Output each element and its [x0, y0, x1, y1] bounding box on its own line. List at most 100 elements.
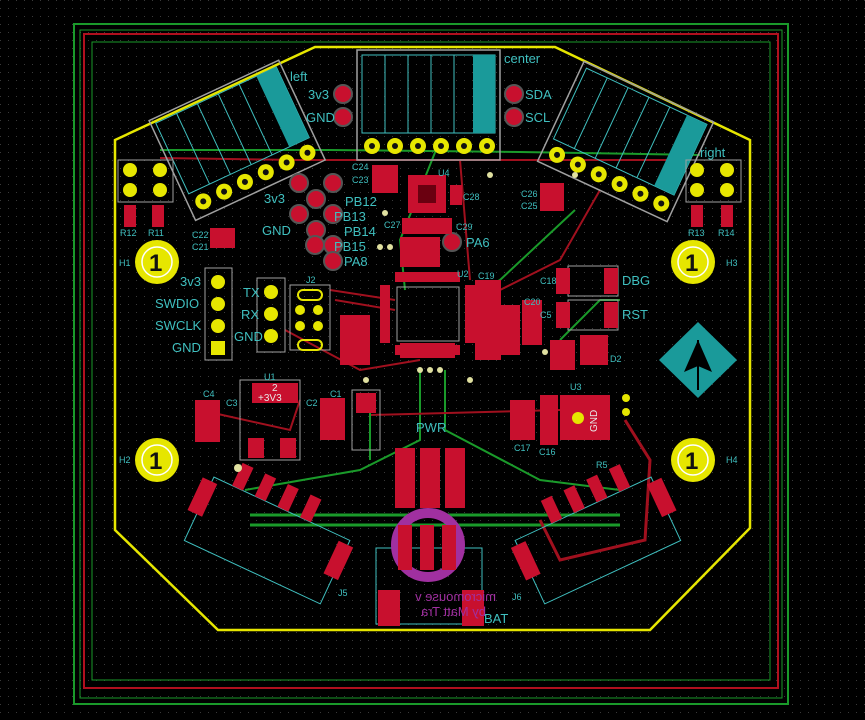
- frame-green-outer: [73, 23, 789, 705]
- label-c16: C16: [539, 447, 556, 457]
- label-gnd-top: GND: [306, 110, 335, 125]
- chip-u4[interactable]: [408, 175, 446, 213]
- label-c3: C3: [226, 398, 238, 408]
- switch-pwr[interactable]: [395, 448, 465, 508]
- label-c23: C23: [352, 175, 369, 185]
- label-c17: C17: [514, 443, 531, 453]
- label-sda: SDA: [525, 87, 552, 102]
- diode-d2[interactable]: [580, 335, 608, 365]
- cap-c4[interactable]: [195, 400, 220, 442]
- back-silk-text: micromouse v by Matt Tra: [415, 589, 496, 619]
- label-scl: SCL: [525, 110, 550, 125]
- label-r12: R12: [120, 228, 137, 238]
- connector-center[interactable]: [356, 49, 501, 161]
- label-u3-gnd: GND: [589, 410, 600, 432]
- label-h1: H1: [119, 258, 131, 268]
- cap-c20[interactable]: [522, 300, 542, 345]
- vias: [234, 172, 578, 472]
- label-rst: RST: [622, 307, 648, 322]
- label-pa6: PA6: [466, 235, 490, 250]
- hole-mark-h4: 1: [685, 448, 698, 475]
- frame-red: [83, 33, 779, 689]
- label-r11: R11: [148, 228, 164, 238]
- label-swdio: SWDIO: [155, 296, 199, 311]
- label-gnd-tp: GND: [262, 223, 291, 238]
- label-c21: C21: [192, 242, 209, 252]
- label-c5: C5: [540, 310, 552, 320]
- label-pb15: PB15: [334, 239, 366, 254]
- label-c1: C1: [330, 389, 342, 399]
- mcu-passives-right[interactable]: [475, 280, 501, 360]
- cap-c2[interactable]: [320, 398, 345, 440]
- center-side-pads[interactable]: [333, 84, 524, 127]
- crystal[interactable]: [500, 305, 520, 355]
- label-u3: U3: [570, 382, 582, 392]
- label-rx: RX: [241, 307, 259, 322]
- connector-left[interactable]: [148, 59, 327, 222]
- label-r5: R5: [596, 460, 608, 470]
- label-tx: TX: [243, 285, 260, 300]
- back-text-line2: by Matt Tra: [420, 604, 486, 619]
- label-3v3-top: 3v3: [308, 87, 329, 102]
- label-c27: C27: [384, 220, 401, 230]
- label-left: left: [290, 69, 308, 84]
- label-c4: C4: [203, 389, 215, 399]
- label-swclk: SWCLK: [155, 318, 202, 333]
- label-bat: BAT: [484, 611, 508, 626]
- label-r13: R13: [688, 228, 705, 238]
- connector-j5[interactable]: [175, 450, 366, 606]
- cap-c17[interactable]: [510, 400, 535, 440]
- header-swd[interactable]: [204, 267, 233, 361]
- hole-mark-h1: 1: [149, 250, 162, 277]
- label-swd-3v3: 3v3: [180, 274, 201, 289]
- label-h3: H3: [726, 258, 738, 268]
- button-rst[interactable]: [556, 299, 619, 331]
- cap-c24-c23[interactable]: [372, 165, 398, 193]
- label-c28: C28: [463, 192, 480, 202]
- test-points[interactable]: [289, 173, 462, 271]
- mcu-passives-bottom[interactable]: [400, 343, 455, 358]
- battery-connector[interactable]: [375, 508, 484, 626]
- resistor-array[interactable]: [400, 237, 440, 267]
- hole-mark-h2: 1: [149, 448, 162, 475]
- button-dbg[interactable]: [556, 265, 619, 297]
- cap-c1-outline: [351, 389, 381, 451]
- label-pb12: PB12: [345, 194, 377, 209]
- label-right: right: [700, 145, 726, 160]
- label-swd-gnd: GND: [172, 340, 201, 355]
- chip-u1[interactable]: [239, 379, 301, 461]
- label-center: center: [504, 51, 541, 66]
- sensor-header-left[interactable]: [117, 159, 174, 227]
- cap-c1[interactable]: [356, 393, 376, 413]
- label-pb14: PB14: [344, 224, 376, 239]
- connector-right[interactable]: [536, 60, 715, 223]
- cap-c26-c25[interactable]: [540, 183, 564, 211]
- label-c26: C26: [521, 189, 538, 199]
- header-uart[interactable]: [256, 277, 286, 353]
- label-c22: C22: [192, 230, 209, 240]
- frame-green-zone: [91, 41, 771, 681]
- label-c20: C20: [524, 297, 541, 307]
- connector-j2[interactable]: [289, 284, 331, 351]
- label-pwr: PWR: [416, 420, 446, 435]
- cap-c22-c21[interactable]: [210, 228, 235, 248]
- label-h4: H4: [726, 455, 738, 465]
- label-d2: D2: [610, 354, 622, 364]
- label-c29: C29: [456, 222, 473, 232]
- u3-vias: [622, 394, 630, 416]
- sensor-header-right[interactable]: [685, 159, 742, 227]
- connector-j6[interactable]: [498, 451, 689, 607]
- label-c25: C25: [521, 201, 538, 211]
- label-u1: U1: [264, 372, 276, 382]
- cap-c27-c29[interactable]: [402, 218, 452, 234]
- label-h2: H2: [119, 455, 131, 465]
- label-c24: C24: [352, 162, 369, 172]
- label-pa8: PA8: [344, 254, 368, 269]
- mounting-hole-h1: [135, 240, 179, 284]
- cap-c28[interactable]: [450, 185, 462, 205]
- label-j5: J5: [338, 588, 348, 598]
- chip-u3[interactable]: [540, 395, 610, 445]
- mcu-passives-left[interactable]: [340, 315, 370, 365]
- passives-d2[interactable]: [550, 340, 575, 370]
